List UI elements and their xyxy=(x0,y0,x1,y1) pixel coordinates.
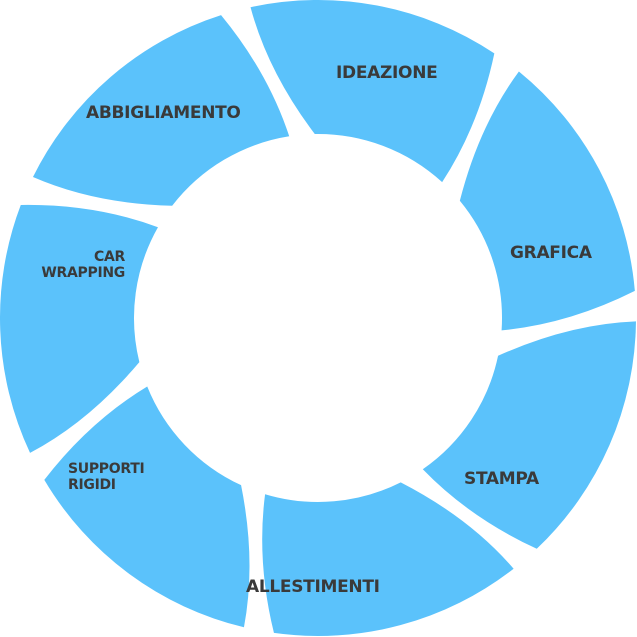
segment-label-abbigliamento: ABBIGLIAMENTO xyxy=(86,103,241,123)
ring-segment xyxy=(32,15,290,206)
segment-label-car-wrapping: CAR WRAPPING xyxy=(18,249,125,281)
segment-label-stampa: STAMPA xyxy=(464,469,539,489)
ring-segment xyxy=(250,0,495,183)
segment-label-allestimenti: ALLESTIMENTI xyxy=(246,577,380,597)
label-line: CAR xyxy=(94,249,125,265)
ring-segment xyxy=(459,71,635,331)
segment-label-supporti-rigidi: SUPPORTI RIGIDI xyxy=(68,461,145,493)
segment-label-grafica: GRAFICA xyxy=(510,243,592,263)
ring-segment xyxy=(262,482,514,637)
ring-segment xyxy=(0,204,158,453)
label-line: WRAPPING xyxy=(41,265,125,281)
ring-segment xyxy=(44,386,250,628)
label-line: SUPPORTI xyxy=(68,461,145,477)
segment-label-ideazione: IDEAZIONE xyxy=(336,63,438,83)
ring-segment xyxy=(422,321,636,549)
label-line: RIGIDI xyxy=(68,477,116,493)
